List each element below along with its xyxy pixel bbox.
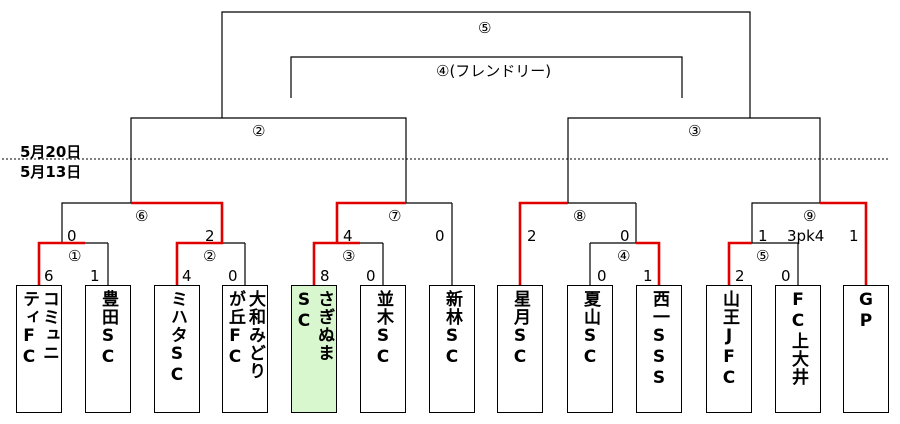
- team-name: コミュニ ティFC: [19, 290, 59, 368]
- score: 2: [205, 227, 215, 245]
- team-name: 山王JFC: [719, 290, 739, 389]
- score: 2: [735, 267, 745, 285]
- match-label-8: ⑧: [573, 207, 586, 225]
- match-label-top5: ⑤: [478, 19, 491, 37]
- round-lines: [61, 202, 820, 285]
- score: 0: [67, 227, 77, 245]
- team-box: 夏山SC: [567, 285, 613, 413]
- date-upper: 5月20日: [20, 143, 81, 161]
- team-name: 並木SC: [373, 290, 393, 368]
- score: 0: [366, 267, 376, 285]
- team-box: 星月SC: [497, 285, 543, 413]
- match-label-6: ⑥: [135, 207, 148, 225]
- score: 4: [182, 267, 192, 285]
- match-label-top2: ②: [252, 122, 265, 140]
- team-box: ミハタSC: [154, 285, 200, 413]
- score: 0: [435, 227, 445, 245]
- score-pk: 3pk4: [787, 227, 824, 245]
- final-bracket-lines: [130, 11, 821, 203]
- match-label-3: ③: [342, 247, 355, 265]
- score: 1: [90, 267, 100, 285]
- team-name: 豊田SC: [98, 290, 118, 368]
- team-name: 西一SSS: [649, 290, 669, 389]
- score: 4: [343, 227, 353, 245]
- match-label-4: ④: [617, 247, 630, 265]
- score: 1: [758, 227, 768, 245]
- match-label-top3: ③: [688, 122, 701, 140]
- team-name: FC上大井: [788, 290, 808, 386]
- team-box: 並木SC: [360, 285, 406, 413]
- match-label-1: ①: [68, 247, 81, 265]
- team-name: 夏山SC: [580, 290, 600, 368]
- match-label-7: ⑦: [388, 207, 401, 225]
- date-lower: 5月13日: [20, 163, 81, 181]
- team-name: GP: [856, 290, 876, 332]
- team-box: 新林SC: [429, 285, 475, 413]
- match-label-9: ⑨: [803, 207, 816, 225]
- team-name: さぎぬま SC: [294, 290, 334, 362]
- match-label-2: ②: [203, 247, 216, 265]
- team-box: コミュニ ティFC: [16, 285, 62, 413]
- score: 6: [44, 267, 54, 285]
- team-name: 新林SC: [442, 290, 462, 368]
- score: 2: [527, 227, 537, 245]
- team-box: 豊田SC: [85, 285, 131, 413]
- score: 0: [620, 227, 630, 245]
- team-name: 大和みどり が丘FC: [225, 290, 265, 380]
- match-label-5: ⑤: [756, 247, 769, 265]
- team-box: 西一SSS: [636, 285, 682, 413]
- score: 0: [597, 267, 607, 285]
- match-label-top4: ④(フレンドリー): [436, 62, 551, 80]
- score: 8: [320, 267, 330, 285]
- score: 1: [849, 227, 859, 245]
- team-name: 星月SC: [510, 290, 530, 368]
- team-box: 大和みどり が丘FC: [222, 285, 268, 413]
- score: 1: [643, 267, 653, 285]
- score: 0: [781, 267, 791, 285]
- team-name: ミハタSC: [167, 290, 187, 386]
- team-box-highlighted: さぎぬま SC: [291, 285, 337, 413]
- score: 0: [228, 267, 238, 285]
- team-box: 山王JFC: [706, 285, 752, 413]
- team-box: FC上大井: [775, 285, 821, 413]
- winner-path-lines: [37, 201, 868, 285]
- team-box: GP: [843, 285, 889, 413]
